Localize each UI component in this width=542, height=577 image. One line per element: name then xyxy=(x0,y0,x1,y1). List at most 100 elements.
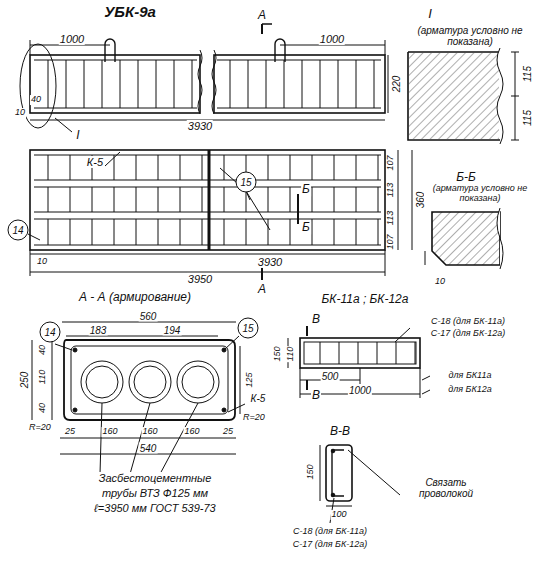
drawing-label: 1000 xyxy=(348,385,372,396)
drawing-label: Связать проволокой xyxy=(405,477,487,499)
stirrup-lines xyxy=(415,342,416,364)
stirrup-lines xyxy=(70,187,71,212)
drawing-label: 1000 xyxy=(319,33,345,45)
drawing-label: 1000 xyxy=(59,33,85,45)
beam-elevation xyxy=(275,39,285,62)
section-a-a xyxy=(240,346,241,414)
callout-number: 14 xyxy=(43,327,56,338)
stirrup-lines xyxy=(102,60,103,108)
block-bk xyxy=(288,326,430,398)
stirrup-lines xyxy=(377,342,378,364)
stirrup-lines xyxy=(92,187,93,212)
drawing-label: 10 xyxy=(14,108,26,118)
section-b-b xyxy=(432,212,500,265)
drawing-label: I xyxy=(427,7,433,21)
stirrup-lines xyxy=(192,60,193,108)
stirrup-lines xyxy=(202,219,203,245)
beam-elevation xyxy=(214,55,385,113)
drawing-label: 160 xyxy=(141,427,158,437)
stirrup-lines xyxy=(84,60,85,108)
drawing-title: УБК-9а xyxy=(103,4,157,21)
detail-i xyxy=(408,52,500,140)
section-b-b xyxy=(497,208,503,269)
drawing-label: (арматура условно не показана) xyxy=(424,184,536,204)
beam-elevation xyxy=(34,108,197,109)
stirrup-lines xyxy=(70,155,71,180)
stirrup-lines xyxy=(114,155,115,180)
stirrup-lines xyxy=(268,187,269,212)
stirrup-lines xyxy=(378,155,379,180)
section-v-v xyxy=(320,445,400,523)
beam-plan xyxy=(30,254,385,255)
section-a-a xyxy=(60,438,236,439)
section-a-a xyxy=(100,403,102,474)
drawing-label: Б xyxy=(301,221,311,234)
detail-i xyxy=(511,140,519,141)
stirrup-lines xyxy=(356,60,357,108)
stirrup-lines xyxy=(356,155,357,180)
stirrup-lines xyxy=(174,60,175,108)
drawing-label: I xyxy=(75,129,80,142)
section-a-a xyxy=(177,361,219,403)
section-a-a xyxy=(132,336,218,337)
beam-elevation xyxy=(261,24,263,34)
detail-i xyxy=(497,48,503,144)
section-a-a xyxy=(222,408,226,412)
drawing-label: 100 xyxy=(330,510,347,520)
section-a-a xyxy=(160,403,198,474)
stirrup-lines xyxy=(136,219,137,245)
beam-elevation xyxy=(385,40,386,55)
beam-plan xyxy=(297,194,299,224)
drawing-label: 160 xyxy=(183,427,200,437)
detail-i xyxy=(511,52,519,53)
callout-number: 15 xyxy=(239,177,252,188)
drawing-label: R=20 xyxy=(242,413,266,423)
drawing-label: В-В xyxy=(329,425,351,438)
dimension-label: 150 xyxy=(306,463,316,480)
stirrup-lines xyxy=(312,187,313,212)
section-a-a xyxy=(182,366,214,398)
section-v-v xyxy=(326,445,352,501)
callout-circles xyxy=(238,318,258,338)
drawing-label: 40 xyxy=(30,95,42,105)
beam-plan xyxy=(28,150,412,280)
stirrup-lines xyxy=(290,219,291,245)
stirrup-lines xyxy=(158,219,159,245)
beam-elevation xyxy=(212,50,216,114)
drawing-label: 10 xyxy=(36,257,48,267)
callout-circles xyxy=(8,220,28,240)
detail-i xyxy=(409,53,499,139)
section-a-a xyxy=(130,403,150,474)
drawing-label: В xyxy=(311,389,321,402)
dimension-label: 150 xyxy=(273,345,283,362)
beam-plan xyxy=(246,191,270,230)
stirrup-lines xyxy=(378,219,379,245)
beam-elevation xyxy=(198,50,202,114)
stirrup-lines xyxy=(339,342,340,364)
beam-plan xyxy=(208,150,211,250)
stirrup-lines xyxy=(374,60,375,108)
detail-i xyxy=(511,96,519,97)
stirrup-lines xyxy=(230,60,231,108)
stirrup-lines xyxy=(356,219,357,245)
drawing-label: 25 xyxy=(64,427,76,437)
stirrup-lines xyxy=(70,219,71,245)
stirrup-lines xyxy=(356,187,357,212)
dimension-label: 125 xyxy=(245,371,255,388)
dimension-label: 110 xyxy=(38,369,48,385)
stirrup-lines xyxy=(48,155,49,180)
dimension-label: 220 xyxy=(391,75,402,94)
dimension-label: 107 xyxy=(386,233,396,250)
stirrup-lines xyxy=(120,60,121,108)
drawing-label: С-17 (для БК-12а) xyxy=(292,540,369,550)
drawing-label: трубы ВТЗ Ф125 мм xyxy=(101,487,209,499)
dimension-label: 113 xyxy=(386,210,396,226)
beam-plan xyxy=(28,234,40,240)
stirrup-lines xyxy=(302,60,303,108)
drawing-label: 25 xyxy=(222,427,234,437)
block-bk xyxy=(300,338,420,368)
section-v-v xyxy=(331,449,335,453)
section-a-a xyxy=(73,408,77,412)
